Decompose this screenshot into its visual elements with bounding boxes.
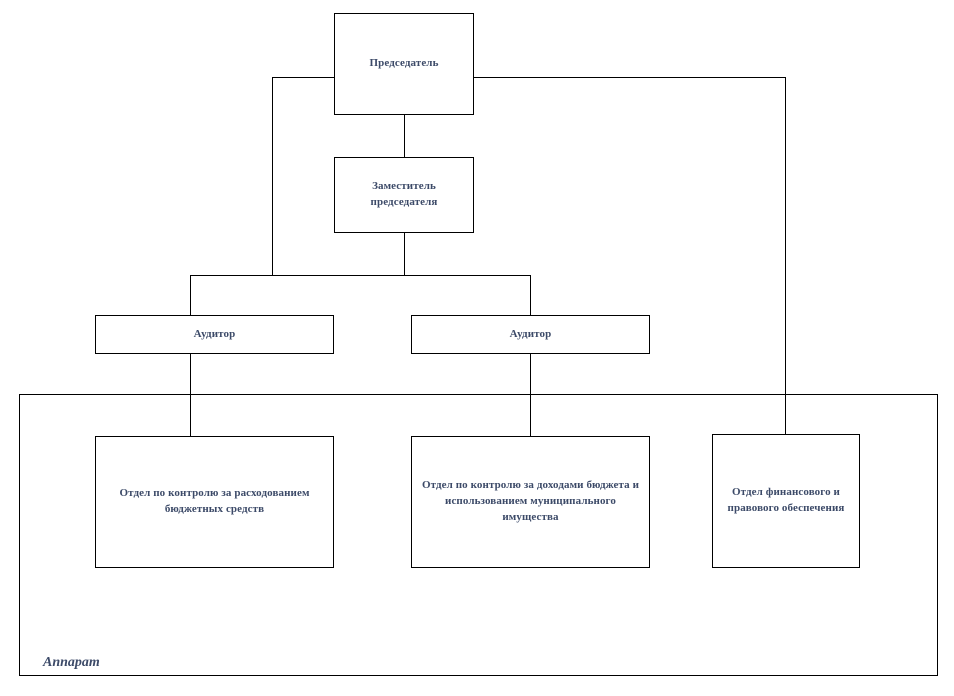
node-department-revenue-control[interactable]: Отдел по контролю за доходами бюджета и … [411, 436, 650, 568]
node-auditor-1-label: Аудитор [193, 327, 236, 340]
node-deputy-chairman-label: Заместитель председателя [370, 180, 438, 208]
apparatus-group-label: Аппарат [43, 655, 100, 670]
node-chairman-label: Председатель [369, 57, 439, 70]
connector-chairman-to-deputy [404, 115, 405, 157]
connector-auditor1-to-dept-expenditure [190, 354, 191, 436]
connector-bus-to-auditor2 [530, 275, 531, 315]
node-deputy-chairman[interactable]: Заместитель председателя [334, 157, 474, 233]
connector-deputy-to-auditors [404, 233, 405, 275]
node-department-expenditure-control[interactable]: Отдел по контролю за расходованием бюдже… [95, 436, 334, 568]
node-department-financial-legal-label: Отдел финансового и правового обеспечени… [727, 486, 845, 514]
node-department-revenue-control-label: Отдел по контролю за доходами бюджета и … [421, 479, 640, 523]
connector-chairman-right-drop [785, 77, 786, 434]
connector-chairman-left-bus [272, 77, 335, 78]
node-auditor-2[interactable]: Аудитор [411, 315, 650, 354]
connector-bus-to-auditor1 [190, 275, 191, 315]
node-auditor-1[interactable]: Аудитор [95, 315, 334, 354]
node-auditor-2-label: Аудитор [509, 327, 552, 340]
node-chairman[interactable]: Председатель [334, 13, 474, 115]
connector-chairman-right-bus [474, 77, 785, 78]
connector-chairman-left-drop [272, 77, 273, 275]
connector-auditors-bus [190, 275, 530, 276]
apparatus-group-box [19, 394, 938, 676]
connector-auditor2-to-dept-revenue [530, 354, 531, 436]
node-department-expenditure-control-label: Отдел по контролю за расходованием бюдже… [119, 487, 310, 515]
node-department-financial-legal[interactable]: Отдел финансового и правового обеспечени… [712, 434, 860, 568]
